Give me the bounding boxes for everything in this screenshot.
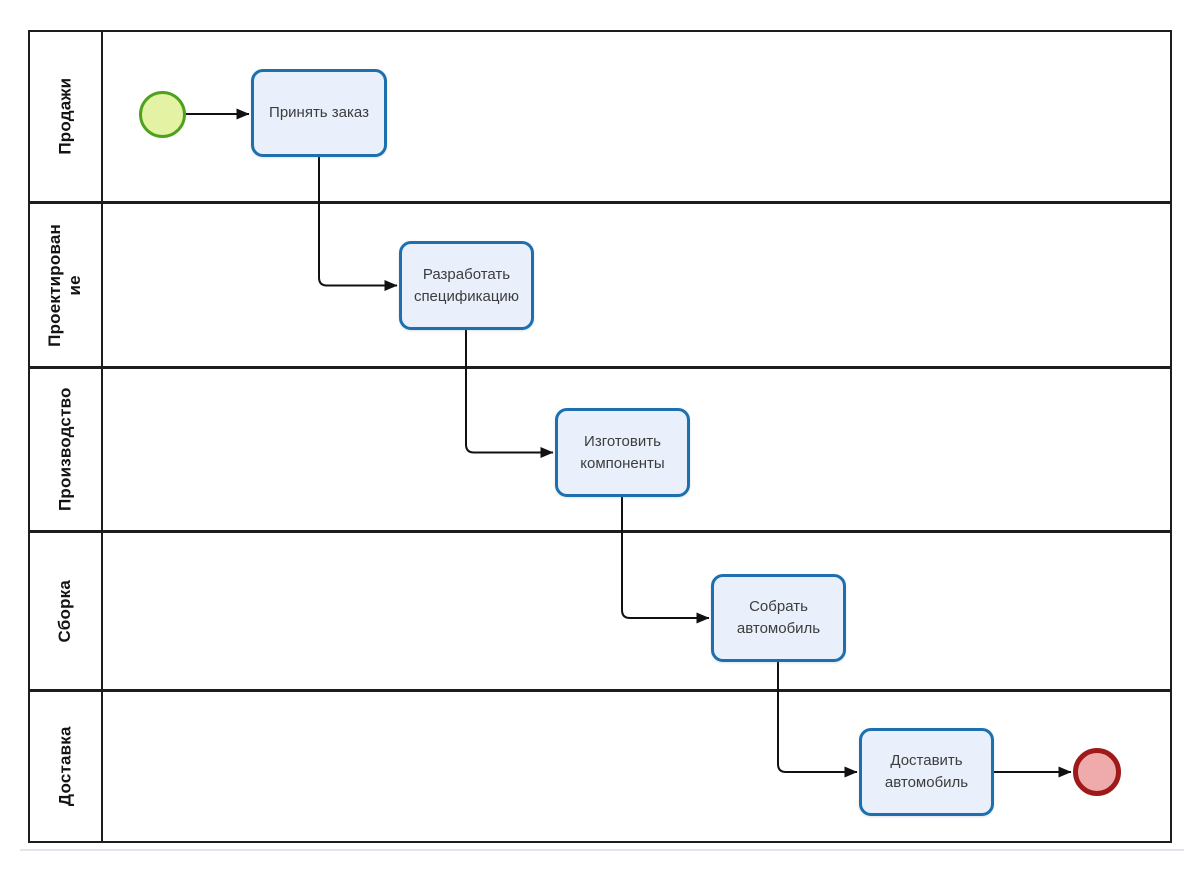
task-accept-order-label: Принять заказ bbox=[269, 104, 369, 122]
task-assemble-car[interactable]: Собрать автомобиль bbox=[711, 574, 846, 662]
lane-label-production: Производство bbox=[55, 387, 75, 512]
lane-header-production[interactable]: Производство bbox=[30, 369, 103, 530]
lane-design: Проектирован ие bbox=[30, 204, 1170, 369]
lane-label-sales: Продажи bbox=[55, 78, 75, 155]
task-deliver-car-label: Доставить автомобиль bbox=[884, 752, 969, 791]
task-assemble-car-label: Собрать автомобиль bbox=[736, 598, 821, 637]
task-make-components-label: Изготовить компоненты bbox=[580, 432, 665, 472]
lane-body-delivery bbox=[103, 692, 1170, 841]
task-develop-specification-label: Разработать спецификацию bbox=[413, 265, 520, 305]
lane-header-sales[interactable]: Продажи bbox=[30, 32, 103, 201]
task-deliver-car[interactable]: Доставить автомобиль bbox=[859, 728, 994, 816]
task-accept-order[interactable]: Принять заказ bbox=[251, 69, 387, 157]
lane-label-assembly: Сборка bbox=[55, 579, 75, 643]
lane-header-design[interactable]: Проектирован ие bbox=[30, 204, 103, 366]
task-develop-specification[interactable]: Разработать спецификацию bbox=[399, 241, 534, 330]
lane-body-design bbox=[103, 204, 1170, 366]
lane-header-assembly[interactable]: Сборка bbox=[30, 533, 103, 689]
lane-production: Производство bbox=[30, 369, 1170, 533]
lane-assembly: Сборка bbox=[30, 533, 1170, 692]
end-event[interactable] bbox=[1073, 748, 1121, 796]
lane-body-assembly bbox=[103, 533, 1170, 689]
lane-label-delivery: Доставка bbox=[55, 726, 75, 807]
lane-header-delivery[interactable]: Доставка bbox=[30, 692, 103, 841]
start-event[interactable] bbox=[139, 91, 186, 138]
task-make-components[interactable]: Изготовить компоненты bbox=[555, 408, 690, 497]
pool-shadow-line bbox=[20, 849, 1184, 851]
lane-label-design: Проектирован ие bbox=[45, 223, 85, 347]
lane-delivery: Доставка bbox=[30, 692, 1170, 841]
lane-sales: Продажи bbox=[30, 32, 1170, 204]
